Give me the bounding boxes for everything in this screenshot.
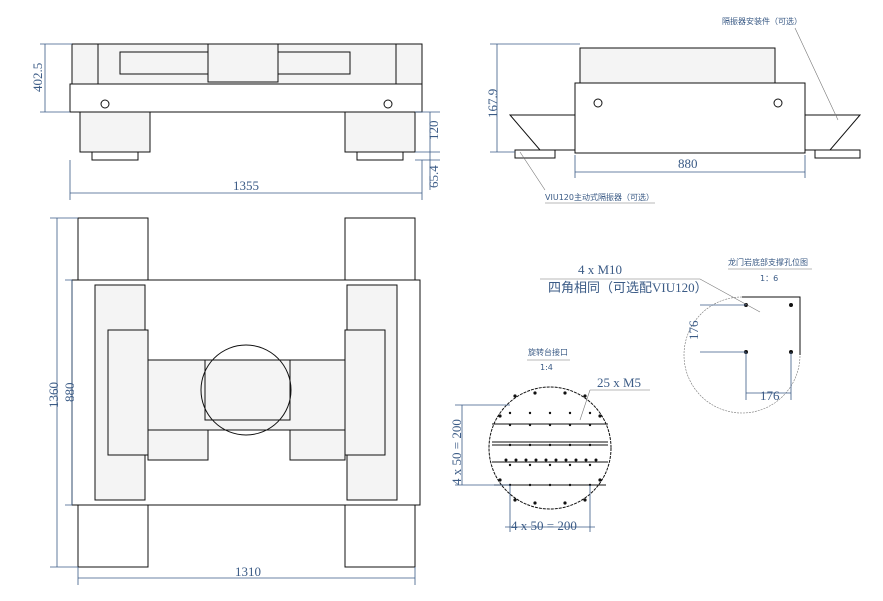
side-view: 167.9 880 隔振器安装件（可选） VIU120主动式隔振器（可选） bbox=[485, 16, 862, 204]
front-dim-isolator: 120 bbox=[426, 121, 441, 141]
mounting-hole bbox=[498, 478, 502, 482]
rotary-dim-horizontal: 4 x 50 = 200 bbox=[511, 518, 577, 533]
mounting-hole bbox=[528, 463, 532, 467]
top-dim-depth-outer: 1360 bbox=[46, 382, 61, 408]
note-adapter: 隔振器安装件（可选） bbox=[722, 16, 802, 26]
mounting-hole bbox=[504, 458, 508, 462]
mounting-hole bbox=[588, 443, 592, 447]
rotary-hole-callout: 25 x M5 bbox=[597, 375, 641, 390]
mounting-hole bbox=[583, 498, 587, 502]
mounting-hole bbox=[583, 394, 587, 398]
support-detail-scale: 1：6 bbox=[760, 274, 778, 283]
front-dim-height: 402.5 bbox=[30, 63, 45, 92]
side-dim-height: 167.9 bbox=[485, 89, 500, 118]
rotary-interface-detail: 25 x M5 旋转台接口 1:4 4 x 50 = 200 4 x 50 = … bbox=[449, 347, 650, 533]
mounting-hole bbox=[508, 411, 512, 415]
mounting-hole bbox=[568, 463, 572, 467]
carriage bbox=[207, 43, 279, 83]
top-dim-depth-inner: 880 bbox=[62, 383, 77, 403]
top-view: 1360 880 1310 bbox=[46, 217, 421, 585]
mounting-hole bbox=[508, 423, 512, 427]
mounting-hole bbox=[594, 458, 598, 462]
mounting-hole bbox=[524, 458, 528, 462]
isolator-left bbox=[79, 111, 151, 153]
support-detail-title: 龙门岩底部支撑孔位图 bbox=[728, 257, 808, 267]
rotary-detail-title: 旋转台接口 bbox=[528, 347, 568, 357]
mounting-hole bbox=[588, 423, 592, 427]
mounting-hole bbox=[568, 483, 572, 487]
mounting-hole bbox=[514, 458, 518, 462]
front-dim-foot: 65.4 bbox=[426, 165, 441, 188]
foot-left bbox=[91, 151, 139, 161]
mounting-hole bbox=[508, 443, 512, 447]
mounting-hole bbox=[574, 458, 578, 462]
mounting-hole bbox=[548, 483, 552, 487]
mounting-hole bbox=[598, 414, 602, 418]
isolator-right bbox=[344, 111, 416, 153]
gantry-side bbox=[579, 47, 776, 84]
mounting-hole bbox=[528, 423, 532, 427]
front-dim-width: 1355 bbox=[233, 178, 259, 193]
rotary-table-outline bbox=[488, 386, 612, 510]
mounting-hole bbox=[588, 463, 592, 467]
mounting-hole bbox=[568, 443, 572, 447]
support-hole-detail: 4 x M10 四角相同（可选配VIU120） 龙门岩底部支撑孔位图 1：6 1… bbox=[540, 257, 812, 414]
mounting-hole bbox=[564, 458, 568, 462]
rotary-detail-scale: 1:4 bbox=[540, 363, 553, 372]
mounting-hole bbox=[568, 423, 572, 427]
mounting-hole bbox=[554, 458, 558, 462]
mounting-hole bbox=[548, 423, 552, 427]
mounting-hole bbox=[533, 501, 537, 505]
side-dim-width: 880 bbox=[678, 156, 698, 171]
base-beam bbox=[69, 83, 423, 113]
mounting-hole bbox=[584, 458, 588, 462]
mounting-hole bbox=[513, 498, 517, 502]
rotary-stage-top bbox=[200, 344, 292, 436]
gantry-beam-top bbox=[147, 359, 346, 431]
mounting-hole bbox=[528, 443, 532, 447]
mounting-hole bbox=[588, 411, 592, 415]
mounting-hole bbox=[598, 478, 602, 482]
mounting-hole bbox=[548, 411, 552, 415]
mounting-hole bbox=[568, 411, 572, 415]
support-hole-callout: 4 x M10 bbox=[578, 262, 622, 277]
mounting-hole bbox=[563, 391, 567, 395]
mounting-hole bbox=[508, 463, 512, 467]
support-hole-note: 四角相同（可选配VIU120） bbox=[548, 280, 708, 295]
top-dim-width: 1310 bbox=[235, 564, 261, 579]
mounting-hole bbox=[498, 414, 502, 418]
base-side bbox=[574, 82, 806, 154]
mounting-hole bbox=[548, 463, 552, 467]
mounting-hole bbox=[513, 394, 517, 398]
rotary-dim-vertical: 4 x 50 = 200 bbox=[449, 419, 464, 485]
front-view: 402.5 120 65.4 1355 bbox=[30, 43, 441, 200]
isolator-brackets bbox=[508, 114, 862, 151]
mounting-hole bbox=[528, 411, 532, 415]
support-dim-horizontal: 176 bbox=[760, 388, 780, 403]
mounting-hole bbox=[533, 391, 537, 395]
control-box-left bbox=[71, 43, 99, 85]
support-outline bbox=[742, 296, 801, 355]
foot-right bbox=[356, 151, 404, 161]
mounting-hole bbox=[563, 501, 567, 505]
mounting-hole bbox=[528, 483, 532, 487]
mounting-hole bbox=[544, 458, 548, 462]
control-box-right bbox=[395, 43, 423, 85]
support-dim-vertical: 176 bbox=[686, 320, 701, 340]
mounting-hole bbox=[534, 458, 538, 462]
note-isolator: VIU120主动式隔振器（可选） bbox=[545, 192, 654, 202]
mounting-hole bbox=[548, 443, 552, 447]
